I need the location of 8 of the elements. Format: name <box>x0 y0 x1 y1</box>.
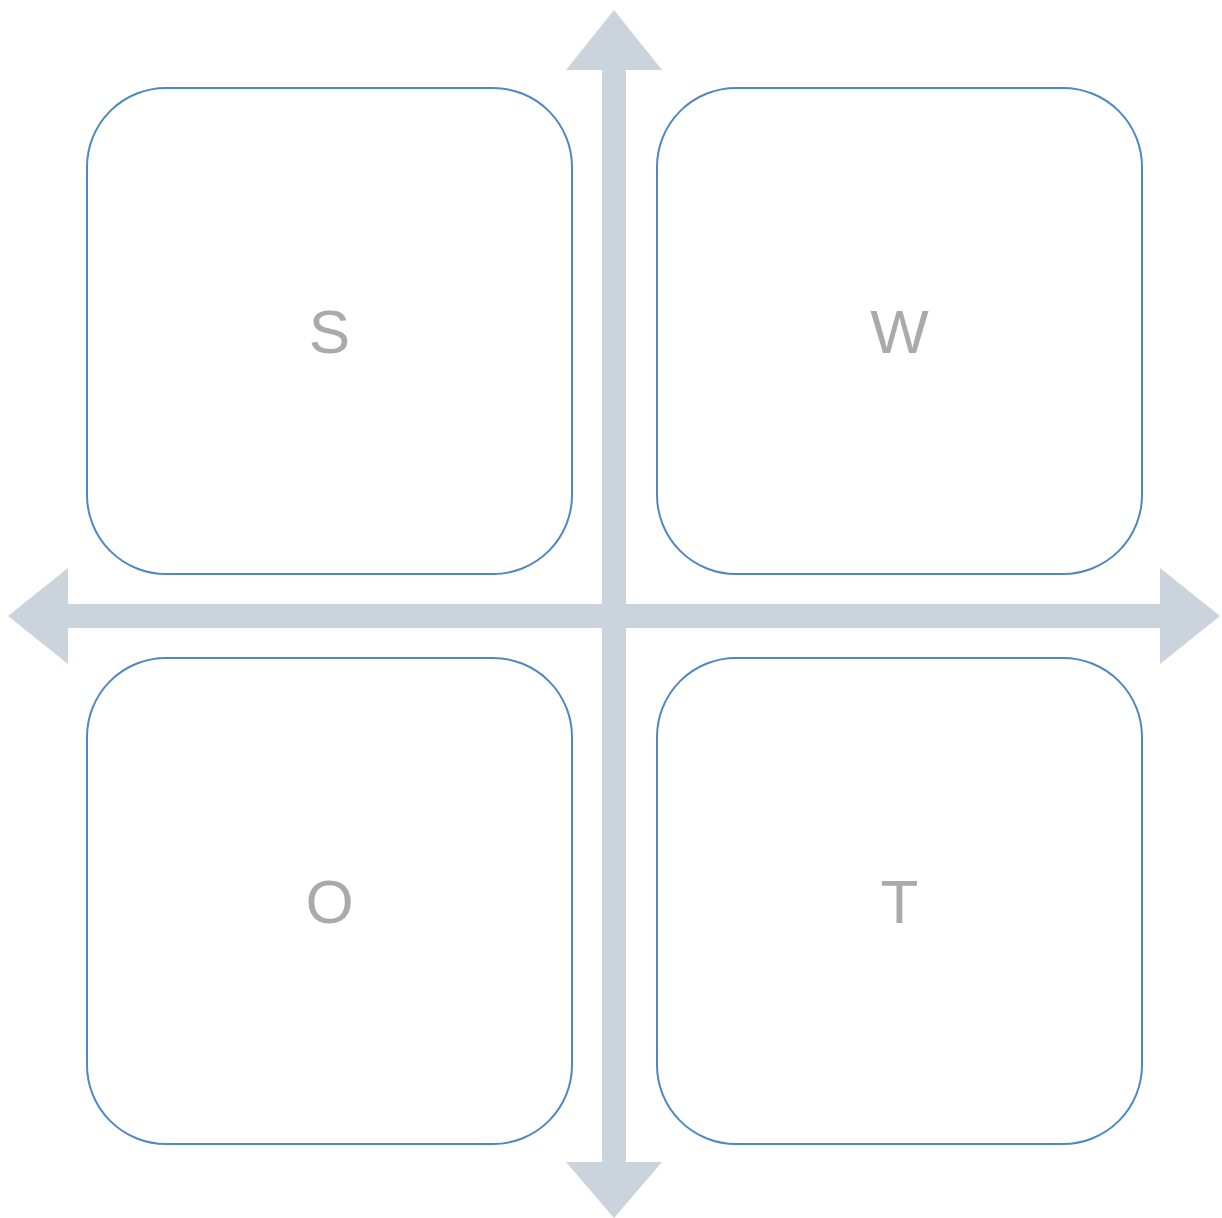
quadrant-letter: O <box>305 865 354 937</box>
quadrant-letter: W <box>870 295 929 367</box>
quadrant-letter: T <box>880 865 919 937</box>
quadrant-box <box>656 87 1143 575</box>
quadrant-box <box>86 657 573 1145</box>
quadrant-box <box>86 87 573 575</box>
quadrant-letter: S <box>308 295 351 367</box>
quadrant-box <box>656 657 1143 1145</box>
